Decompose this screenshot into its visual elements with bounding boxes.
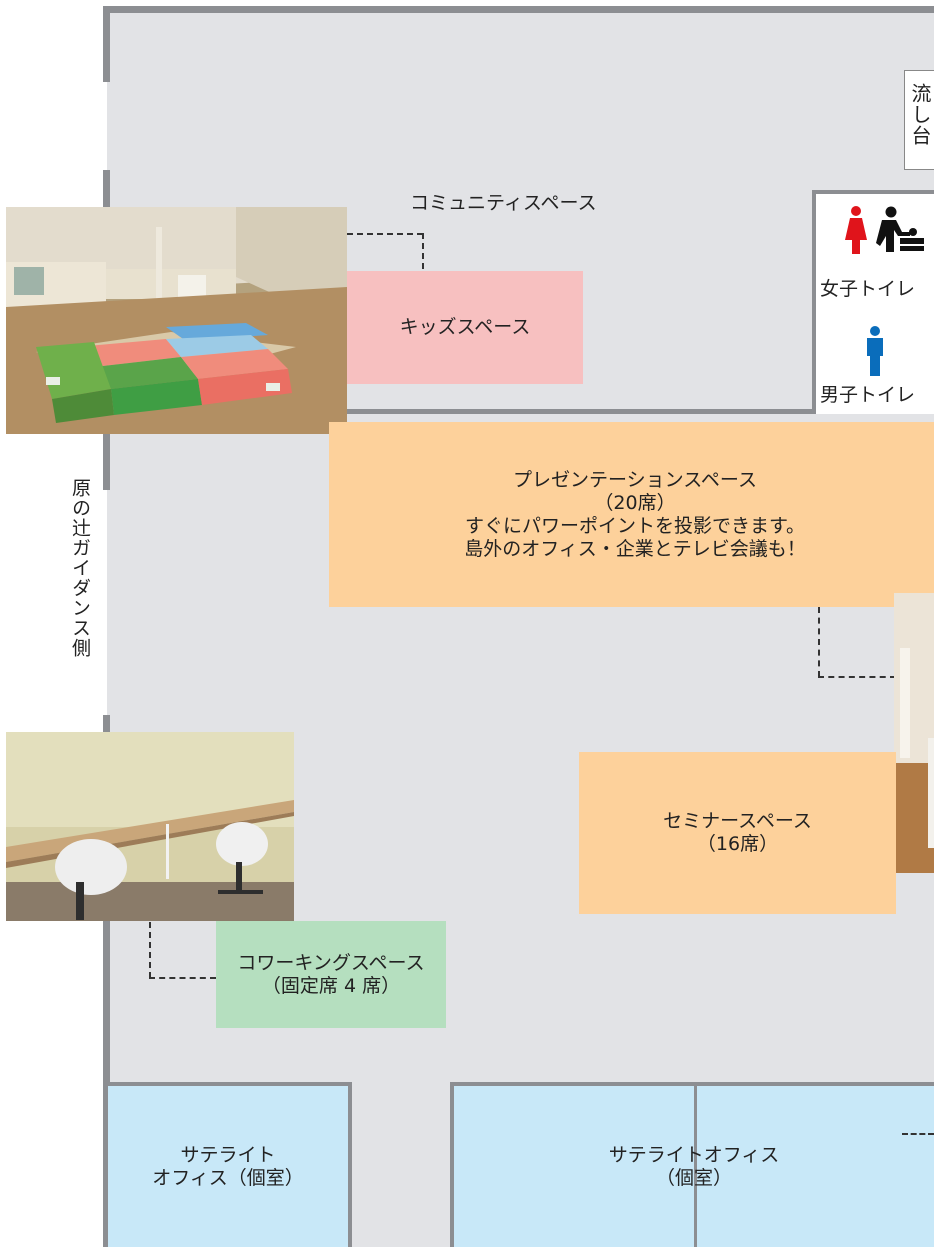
satellite-office-private-1: サテライト オフィス（個室） (108, 1082, 352, 1247)
coworking-space-photo (6, 732, 294, 921)
satellite-office-1-label: サテライト オフィス（個室） (152, 1143, 304, 1189)
seminar-space-photo (894, 593, 934, 873)
coworking-space-title: コワーキングスペース (237, 951, 425, 974)
coworking-leader-v (149, 922, 151, 978)
community-leader-v (422, 233, 424, 269)
left-wall-lower (103, 715, 110, 1247)
seminar-leader-h (818, 676, 896, 678)
presentation-space-line1: すぐにパワーポイントを投影できます。 (464, 514, 806, 537)
community-space-label: コミュニティスペース (410, 192, 597, 214)
mens-restroom: 男子トイレ (812, 314, 934, 414)
coworking-space-seats: （固定席 4 席） (261, 974, 401, 997)
satellite-office-private-2: サテライトオフィス （個室） (450, 1082, 934, 1247)
male-icon (867, 326, 883, 376)
presentation-space-seats: （20席） (594, 491, 676, 514)
divider-wall (346, 409, 934, 414)
satellite-office-2-sub: （個室） (655, 1166, 732, 1189)
top-wall (103, 6, 934, 13)
kids-space: キッズスペース (347, 271, 583, 384)
presentation-space: プレゼンテーションスペース （20席） すぐにパワーポイントを投影できます。 島… (329, 422, 934, 607)
satellite-office-2-title: サテライトオフィス (608, 1143, 780, 1166)
satellite-leader-h (902, 1133, 934, 1135)
kids-space-label: キッズスペース (399, 316, 531, 338)
presentation-space-title: プレゼンテーションスペース (513, 468, 757, 491)
seminar-leader-v (818, 607, 820, 677)
coworking-leader-h (149, 977, 216, 979)
community-leader-h (347, 233, 423, 235)
seminar-space-title: セミナースペース (663, 810, 812, 832)
mens-restroom-label: 男子トイレ (820, 384, 916, 406)
left-wall-upper (103, 6, 110, 82)
coworking-space: コワーキングスペース （固定席 4 席） (216, 921, 446, 1028)
side-direction-label: 原の辻ガイダンス側 (69, 478, 91, 658)
presentation-space-line2: 島外のオフィス・企業とテレビ会議も！ (464, 537, 806, 560)
baby-changing-icon (876, 206, 924, 252)
sink-label: 流し台 (908, 83, 932, 146)
satellite-office-divider (694, 1082, 697, 1247)
womens-restroom: 女子トイレ (812, 190, 934, 318)
female-icon (845, 206, 867, 254)
seminar-space-seats: （16席） (696, 833, 779, 855)
sink-box: 流し台 (904, 70, 934, 170)
community-space-photo (6, 207, 347, 434)
seminar-space: セミナースペース （16席） (579, 752, 896, 914)
womens-restroom-label: 女子トイレ (820, 278, 916, 300)
